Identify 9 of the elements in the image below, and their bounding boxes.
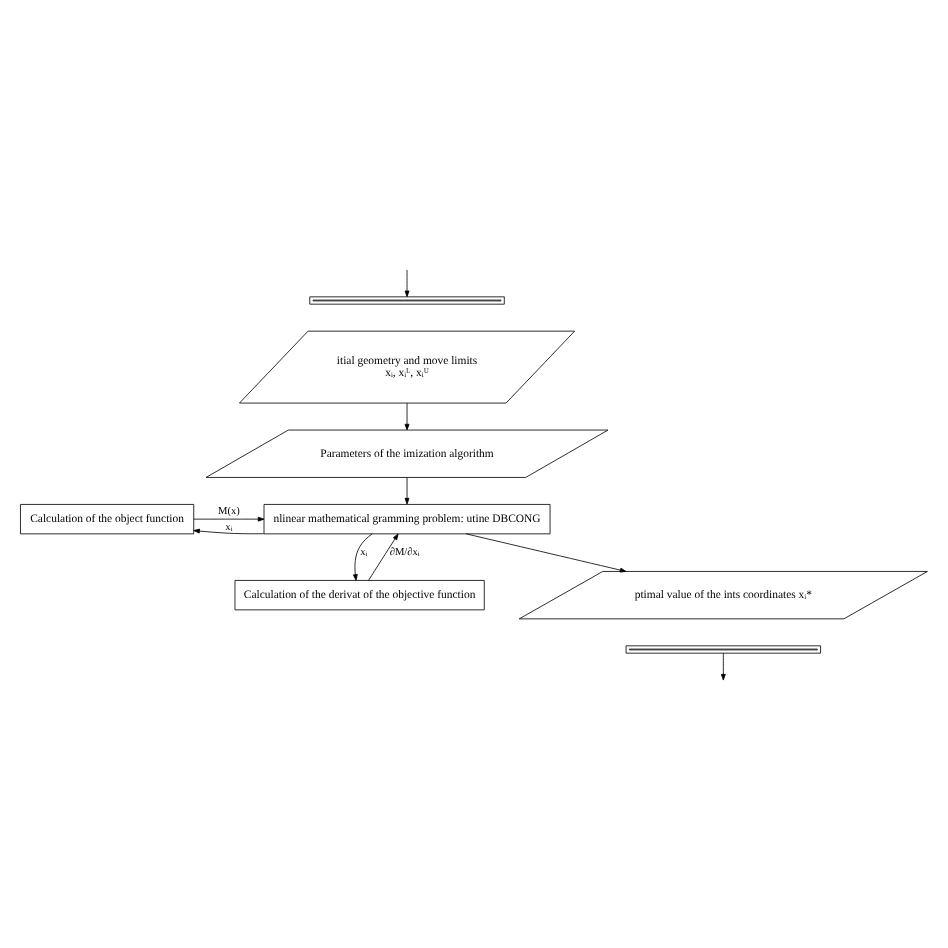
arrow bbox=[404, 268, 410, 297]
arrow bbox=[193, 515, 265, 521]
arrow bbox=[720, 651, 726, 680]
arrow bbox=[404, 476, 410, 504]
arrow bbox=[465, 532, 627, 572]
arrow bbox=[193, 527, 265, 534]
arrow bbox=[352, 532, 373, 580]
arrow bbox=[404, 401, 410, 430]
arrow bbox=[368, 532, 399, 580]
